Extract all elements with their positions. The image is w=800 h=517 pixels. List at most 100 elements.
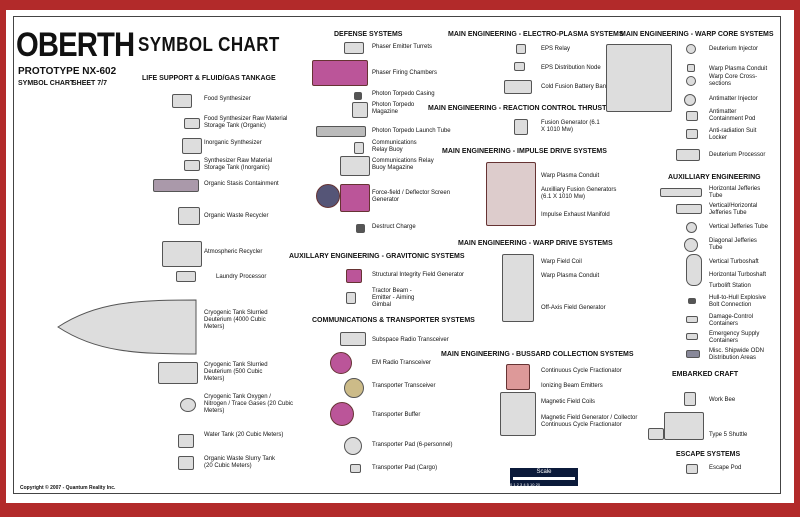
- heading-embarked: EMBARKED CRAFT: [672, 371, 739, 378]
- eps-relay-icon: [516, 44, 526, 54]
- label-suit-locker: Anti-radiation Suit Locker: [709, 128, 757, 141]
- slurry-tank-icon: [178, 456, 194, 470]
- label-work-bee: Work Bee: [709, 397, 736, 403]
- torpedo-casing-icon: [354, 92, 362, 100]
- label-emergency-supply: Emergency Supply Containers: [709, 331, 760, 344]
- label-type5-shuttle: Type 5 Shuttle: [709, 432, 748, 438]
- escape-pod-icon: [686, 464, 698, 474]
- copyright: Copyright © 2007 - Quantum Reality Inc.: [20, 485, 116, 491]
- heading-rcs: MAIN ENGINEERING - REACTION CONTROL THRU…: [428, 105, 617, 112]
- label-antimatter-injector: Antimatter Injector: [709, 96, 758, 102]
- label-phaser-chambers: Phaser Firing Chambers: [372, 70, 438, 76]
- label-off-axis-field: Off-Axis Field Generator: [541, 305, 606, 311]
- waste-recycler-icon: [178, 207, 200, 225]
- label-warp-plasma-conduit-wd: Warp Plasma Conduit: [541, 273, 600, 279]
- buoy-magazine-icon: [340, 156, 370, 176]
- suit-locker-icon: [686, 129, 698, 139]
- large-cryo-tank-icon: [57, 299, 197, 355]
- label-transporter-pad-6: Transporter Pad (6-personnel): [372, 442, 453, 448]
- label-torpedo-magazine: Photon Torpedo Magazine: [372, 102, 415, 115]
- cargo-pad-icon: [350, 464, 361, 473]
- label-transporter-buffer: Transporter Buffer: [372, 412, 421, 418]
- label-odn-areas: Misc. Shipwide ODN Distribution Areas: [709, 348, 765, 361]
- subspace-radio-icon: [340, 332, 366, 346]
- label-launch-tube: Photon Torpedo Launch Tube: [372, 128, 451, 134]
- label-inorganic-synth: Inorganic Synthesizer: [204, 140, 262, 146]
- phaser-turret-icon: [344, 42, 364, 54]
- scale-ticks: 0 1 2 3 4 5 10 20: [510, 482, 541, 487]
- food-synthesizer-icon: [172, 94, 192, 108]
- phaser-chamber-icon: [312, 60, 368, 86]
- label-water-tank: Water Tank (20 Cubic Meters): [204, 432, 284, 438]
- core-conduit-icon: [687, 64, 695, 72]
- label-em-radio: EM Radio Transceiver: [372, 360, 432, 366]
- heading-bussard: MAIN ENGINEERING - BUSSARD COLLECTION SY…: [441, 351, 634, 358]
- explosive-bolt-icon: [688, 298, 696, 304]
- label-escape-pod: Escape Pod: [709, 465, 742, 471]
- label-fusion-generator: Fusion Generator (6.1 X 1010 Mw): [541, 120, 600, 133]
- destruct-charge-icon: [356, 224, 365, 233]
- emergency-supply-icon: [686, 333, 698, 340]
- inorganic-synthesizer-icon: [182, 138, 202, 154]
- label-slurry-tank: Organic Waste Slurry Tank (20 Cubic Mete…: [204, 456, 276, 469]
- em-radio-icon: [330, 352, 352, 374]
- label-warp-field-coil: Warp Field Coil: [541, 259, 582, 265]
- label-vertical-jefferies: Vertical Jefferies Tube: [709, 224, 768, 230]
- deuterium-injector-icon: [686, 44, 696, 54]
- heading-escape: ESCAPE SYSTEMS: [676, 451, 741, 458]
- cryo-gas-icon: [180, 398, 196, 412]
- subtitle-right: SHEET 7/7: [72, 80, 108, 87]
- label-horizontal-turboshaft: Horizontal Turboshaft: [709, 272, 767, 278]
- warp-core-assembly-icon: [606, 44, 672, 112]
- atmospheric-recycler-icon: [162, 241, 202, 267]
- scale-label: Scale: [536, 469, 552, 475]
- shuttle-side-icon: [648, 428, 664, 440]
- relay-buoy-icon: [354, 142, 364, 154]
- bussard-collector-icon: [500, 392, 536, 436]
- water-tank-icon: [178, 434, 194, 448]
- diagonal-jefferies-icon: [684, 238, 698, 252]
- label-core-cross-sections: Warp Core Cross-sections: [709, 74, 758, 87]
- label-turbolift-station: Turbolift Station: [709, 283, 751, 289]
- label-sif: Structural Integrity Field Generator: [372, 272, 465, 278]
- label-horizontal-jefferies: Horizontal Jefferies Tube: [709, 186, 761, 199]
- label-phaser-turrets: Phaser Emitter Turrets: [372, 44, 433, 50]
- label-aux-fusion: Auxilliary Fusion Generators (6.1 X 1010…: [541, 187, 617, 200]
- antimatter-injector-icon: [684, 94, 696, 106]
- label-diagonal-jefferies: Diagonal Jefferies Tube: [709, 238, 757, 251]
- chart-panel: [13, 16, 781, 494]
- heading-eps: MAIN ENGINEERING - ELECTRO-PLASMA SYSTEM…: [448, 31, 624, 38]
- label-eps-relay: EPS Relay: [541, 46, 571, 52]
- work-bee-icon: [684, 392, 696, 406]
- subtitle-left: SYMBOL CHART: [18, 80, 75, 87]
- eps-node-icon: [514, 62, 525, 71]
- label-transporter-transceiver: Transporter Transceiver: [372, 383, 436, 389]
- prototype-label: PROTOTYPE NX-602: [18, 66, 117, 77]
- label-deflector: Force-field / Deflector Screen Generator: [372, 190, 451, 203]
- transporter-transceiver-icon: [344, 378, 364, 398]
- vh-jefferies-icon: [676, 204, 702, 214]
- label-explosive-bolt: Hull-to-Hull Explosive Bolt Connection: [709, 295, 767, 308]
- deuterium-processor-icon: [676, 149, 700, 161]
- antimatter-pod-icon: [686, 111, 698, 121]
- warp-coil-stack-icon: [502, 254, 534, 322]
- shuttle-icon: [664, 412, 704, 440]
- deflector-rack-icon: [340, 184, 370, 212]
- transporter-pad-icon: [344, 437, 362, 455]
- damage-control-icon: [686, 316, 698, 323]
- label-destruct-charge: Destruct Charge: [372, 224, 416, 230]
- label-waste-recycler: Organic Waste Recycler: [204, 213, 269, 219]
- heading-warp-drive: MAIN ENGINEERING - WARP DRIVE SYSTEMS: [458, 240, 613, 247]
- label-atmo-recycler: Atmospheric Recycler: [204, 249, 263, 255]
- label-inorganic-tank: Synthesizer Raw Material Storage Tank (I…: [204, 158, 273, 171]
- label-cryo-gas: Cryogenic Tank Oxygen / Nitrogen / Trace…: [204, 394, 294, 414]
- chart-title: SYMBOL CHART: [138, 34, 280, 56]
- label-vh-jefferies: Vertical/Horizontal Jefferies Tube: [709, 203, 758, 216]
- odn-area-icon: [686, 350, 700, 358]
- sif-generator-icon: [346, 269, 362, 283]
- inorganic-tank-icon: [184, 160, 200, 171]
- label-ionizing-emitters: Ionizing Beam Emitters: [541, 383, 603, 389]
- label-food-raw: Food Synthesizer Raw Material Storage Ta…: [204, 116, 288, 129]
- label-warp-plasma-conduit-core: Warp Plasma Conduit: [709, 66, 768, 72]
- transporter-buffer-icon: [330, 402, 354, 426]
